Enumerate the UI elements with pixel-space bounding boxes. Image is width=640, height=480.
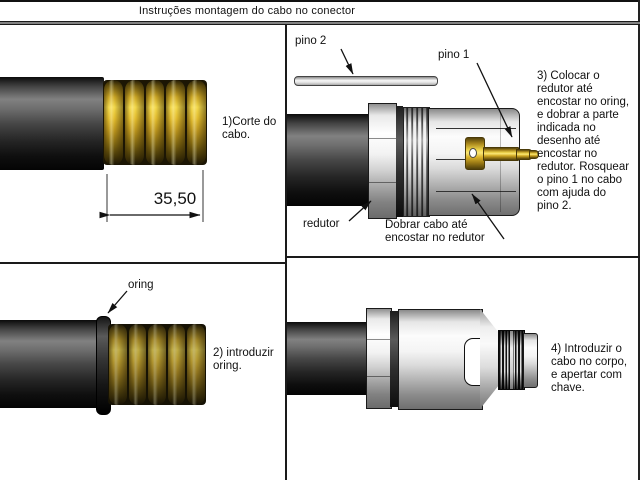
hex-nut-step3 xyxy=(368,103,397,219)
collar-hole xyxy=(469,148,477,158)
collet-slot-line xyxy=(436,128,516,129)
dimension-value: 35,50 xyxy=(153,189,197,208)
page-title: Instruções montagem do cabo no conector xyxy=(138,5,356,17)
hex-nut-step4 xyxy=(366,308,392,409)
pino1-label: pino 1 xyxy=(438,49,470,61)
step2-label: 2) introduzir oring. xyxy=(213,347,274,372)
vertical-divider xyxy=(285,25,287,480)
clamp-ring-step4 xyxy=(390,311,399,407)
folded-braid xyxy=(403,107,430,217)
corrugated-shield-step2 xyxy=(108,324,206,405)
pin2-rod xyxy=(294,76,438,86)
oring-label: oring xyxy=(128,279,154,291)
corrugated-shield-step1 xyxy=(103,80,207,165)
top-border xyxy=(0,0,640,2)
collet-slot-line xyxy=(436,191,516,192)
horizontal-divider-right xyxy=(285,256,640,258)
center-pin-shaft xyxy=(483,147,519,161)
collet-edge-line xyxy=(500,112,501,212)
shield-ridge xyxy=(167,324,186,405)
shield-ridge xyxy=(145,80,165,165)
thread-tip xyxy=(523,333,538,388)
cable-jacket-step4 xyxy=(287,322,368,395)
cable-jacket-step2 xyxy=(0,320,100,408)
shield-ridge xyxy=(166,80,186,165)
redutor-label: redutor xyxy=(303,218,340,230)
pino2-label: pino 2 xyxy=(295,35,327,47)
cable-jacket-step3 xyxy=(287,114,370,206)
keyway-cutout xyxy=(464,338,483,386)
title-divider xyxy=(0,21,640,25)
step1-label: 1)Corte do cabo. xyxy=(222,116,277,141)
shield-ridge xyxy=(148,324,166,405)
shield-ridge xyxy=(104,80,123,165)
knurled-ring xyxy=(498,330,525,390)
shield-ridge xyxy=(128,324,147,405)
knurl-gap xyxy=(510,331,513,389)
step3-instruction: 3) Colocar o redutor até encostar no ori… xyxy=(537,70,630,212)
clamp-ring-step3 xyxy=(396,106,403,217)
right-border xyxy=(638,0,640,480)
shield-ridge xyxy=(187,80,206,165)
horizontal-divider-left xyxy=(0,262,287,264)
shield-ridge xyxy=(109,324,127,405)
step4-instruction: 4) Introduzir o cabo no corpo, e apertar… xyxy=(551,343,628,394)
shield-ridge xyxy=(187,324,205,405)
center-pin-nub xyxy=(529,150,539,159)
body-taper xyxy=(480,309,499,409)
cable-jacket-step1 xyxy=(0,77,104,170)
shield-ridge xyxy=(124,80,144,165)
dobrar-label: Dobrar cabo até encostar no redutor xyxy=(385,219,485,244)
